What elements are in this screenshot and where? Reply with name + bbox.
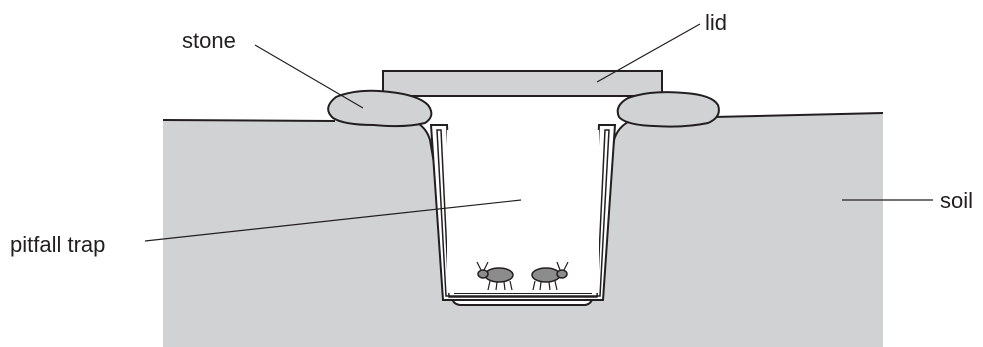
pitfall-trap-label: pitfall trap: [10, 232, 106, 257]
lid: [382, 70, 663, 97]
beetle-right: [531, 261, 569, 291]
ground-line-right: [712, 112, 884, 118]
soil-label: soil: [940, 188, 974, 213]
leader-pitfall-trap: [144, 199, 522, 242]
lid-label: lid: [705, 10, 728, 35]
stone-label: stone: [182, 28, 236, 53]
stone-right: [616, 91, 720, 128]
trap-cup-inner: [436, 129, 610, 298]
soil: [163, 113, 883, 347]
trap-cup: [429, 124, 617, 301]
stone-left: [327, 89, 433, 128]
beetle-left: [476, 261, 514, 291]
leader-stone: [254, 44, 364, 109]
leader-lid: [596, 23, 701, 83]
ground-line-left: [162, 119, 336, 122]
